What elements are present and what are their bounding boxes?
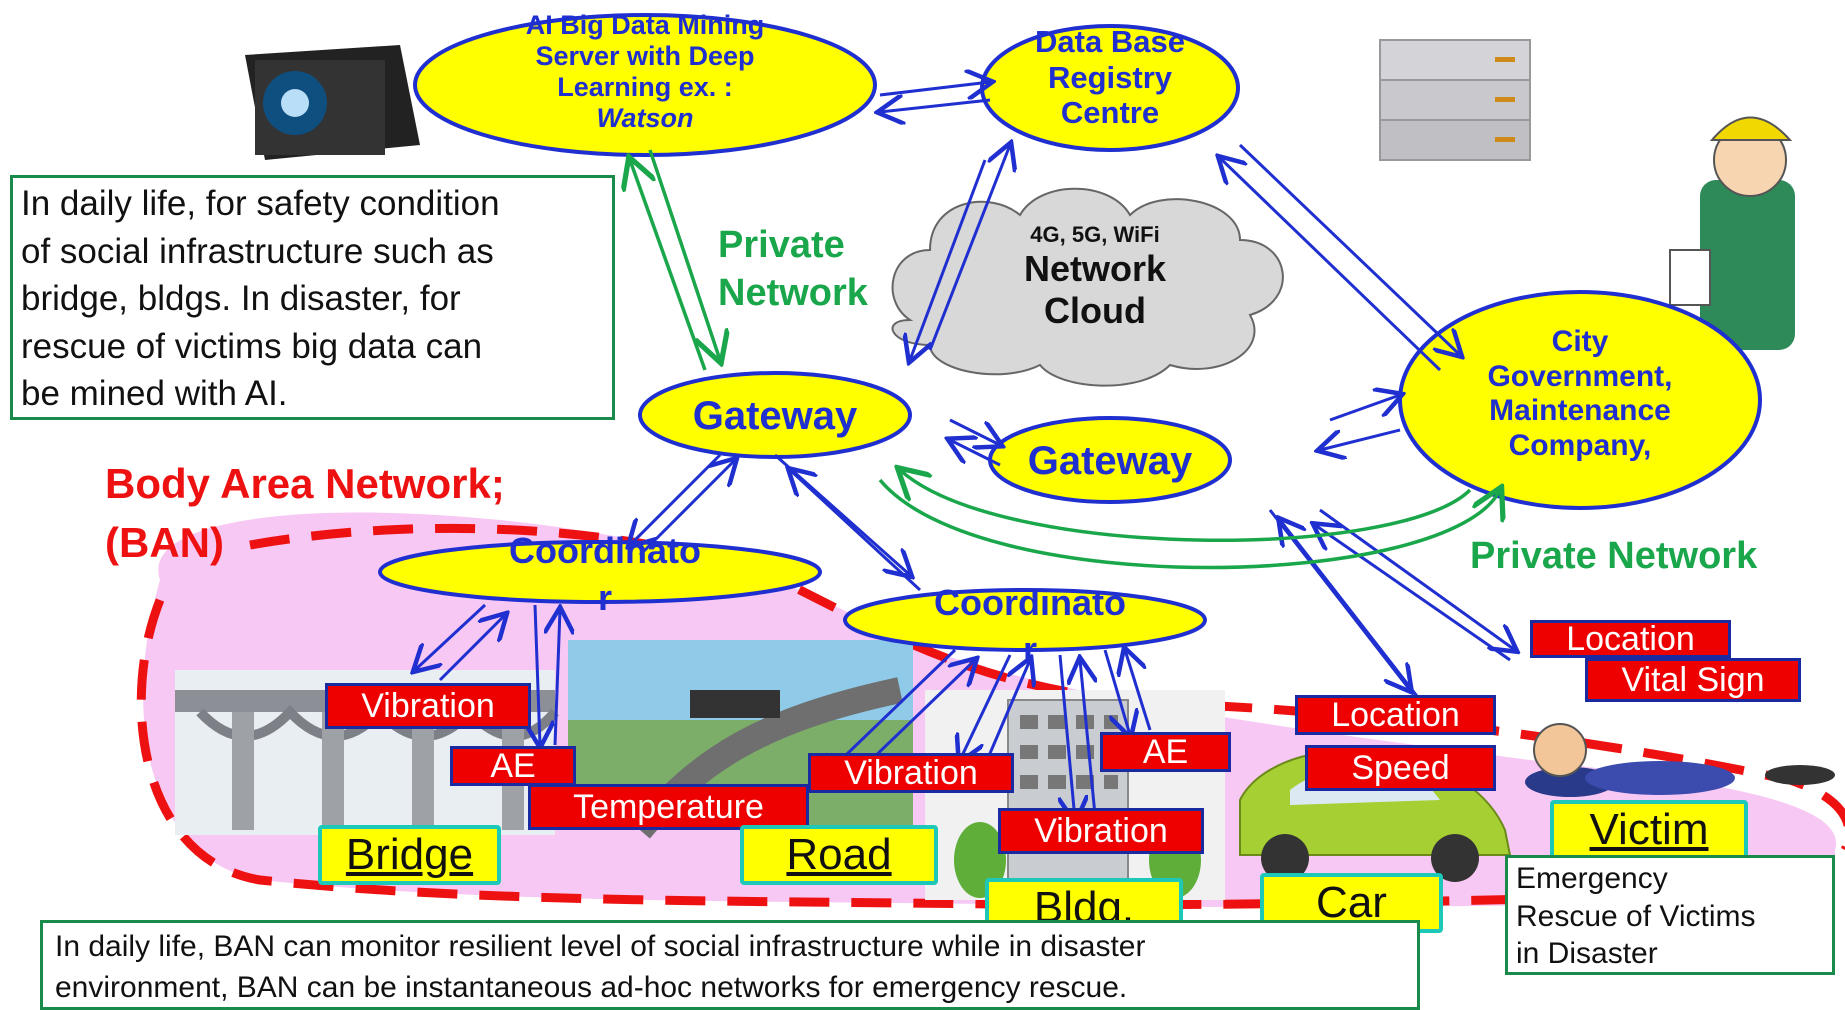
note-victim-line3: in Disaster — [1516, 937, 1658, 970]
car-speed-tag: Speed — [1305, 745, 1496, 791]
note-top-left-line5: be mined with AI. — [21, 374, 288, 414]
bridge-vibration-tag: Vibration — [325, 683, 531, 729]
note-top-left-line4: rescue of victims big data can — [21, 326, 483, 366]
victim-location-tag: Location — [1530, 620, 1731, 658]
gateway-right-label: Gateway — [1027, 439, 1193, 483]
coord-left-line1: Coordinato — [509, 530, 701, 571]
ai-server-line1: AI Big Data Mining — [525, 10, 765, 40]
bldg-ae-tag: AE — [1100, 732, 1231, 772]
cloud-small: 4G, 5G, WiFi — [1030, 222, 1160, 247]
road-label: Road — [740, 825, 938, 885]
database-line1: Data Base — [1035, 24, 1185, 59]
private-network-right-label: Private Network — [1470, 535, 1758, 577]
cloud-label: 4G, 5G, WiFi Network Cloud — [980, 222, 1210, 332]
note-top-left-line3: bridge, bldgs. In disaster, for — [21, 279, 461, 319]
private-network-left-line2: Network — [718, 271, 868, 314]
worker-image — [1669, 116, 1795, 350]
ai-server-line3: Learning ex. : — [557, 72, 733, 103]
database-line3: Centre — [1060, 95, 1160, 131]
database-label: Data Base Registry Centre — [1000, 24, 1220, 131]
note-bottom-line1: In daily life, BAN can monitor resilient… — [55, 930, 1146, 963]
city-line3: Maintenance — [1489, 394, 1671, 427]
note-victim: Emergency Rescue of Victims in Disaster — [1505, 855, 1835, 975]
blue-arrows — [415, 82, 1515, 820]
database-server-image — [1379, 39, 1531, 161]
private-network-left-line1: Private — [718, 224, 845, 266]
note-victim-line1: Emergency — [1516, 862, 1668, 895]
city-label: City Government, Maintenance Company, — [1440, 325, 1720, 463]
road-vibration-tag: Vibration — [808, 753, 1014, 793]
ai-server-line4: Watson — [596, 103, 694, 134]
network-cloud-shape — [891, 187, 1284, 387]
coord-right-line2: r — [1022, 628, 1037, 670]
coord-left-label: Coordinato r — [460, 528, 750, 622]
victim-image — [1525, 723, 1835, 797]
building-image — [925, 690, 1225, 901]
ai-server-line2: Server with Deep — [535, 41, 755, 72]
private-network-left-label: Private Network — [718, 222, 868, 317]
note-top-left-line2: of social infrastructure such as — [21, 231, 494, 271]
green-arrows — [630, 149, 1500, 570]
bldg-vibration-tag: Vibration — [998, 808, 1204, 854]
note-bottom-line2: environment, BAN can be instantaneous ad… — [55, 970, 1128, 1004]
ban-title: Body Area Network; (BAN) — [105, 455, 505, 573]
gateway-left-label: Gateway — [692, 394, 858, 438]
coord-right-ellipse — [843, 588, 1207, 652]
note-top-left-line1: In daily life, for safety condition — [21, 184, 500, 223]
note-top-left: In daily life, for safety condition of s… — [10, 175, 615, 420]
road-temperature-tag: Temperature — [528, 784, 809, 830]
ban-title-line1: Body Area Network; — [105, 460, 505, 507]
cloud-line1: Network — [1023, 248, 1167, 289]
city-line1: City — [1551, 325, 1609, 358]
victim-vital-tag: Vital Sign — [1585, 658, 1801, 702]
note-victim-line2: Rescue of Victims — [1516, 899, 1756, 933]
cloud-line2: Cloud — [1044, 290, 1146, 331]
ban-title-line2: (BAN) — [105, 518, 224, 566]
coord-right-label: Coordinato r — [895, 580, 1165, 674]
coord-left-ellipse — [378, 540, 822, 604]
ai-server-label: AI Big Data Mining Server with Deep Lear… — [460, 10, 830, 134]
bridge-label: Bridge — [318, 825, 501, 885]
note-bottom: In daily life, BAN can monitor resilient… — [40, 920, 1420, 1010]
watson-server-image — [245, 45, 420, 160]
city-line2: Government, — [1487, 359, 1673, 393]
victim-label: Victim — [1550, 800, 1748, 860]
database-line2: Registry — [1047, 59, 1173, 95]
bridge-ae-tag: AE — [450, 746, 576, 786]
coord-left-line2: r — [597, 576, 612, 618]
coord-right-line1: Coordinato — [934, 582, 1126, 623]
car-location-tag: Location — [1295, 695, 1496, 735]
city-line4: Company, — [1508, 428, 1652, 462]
